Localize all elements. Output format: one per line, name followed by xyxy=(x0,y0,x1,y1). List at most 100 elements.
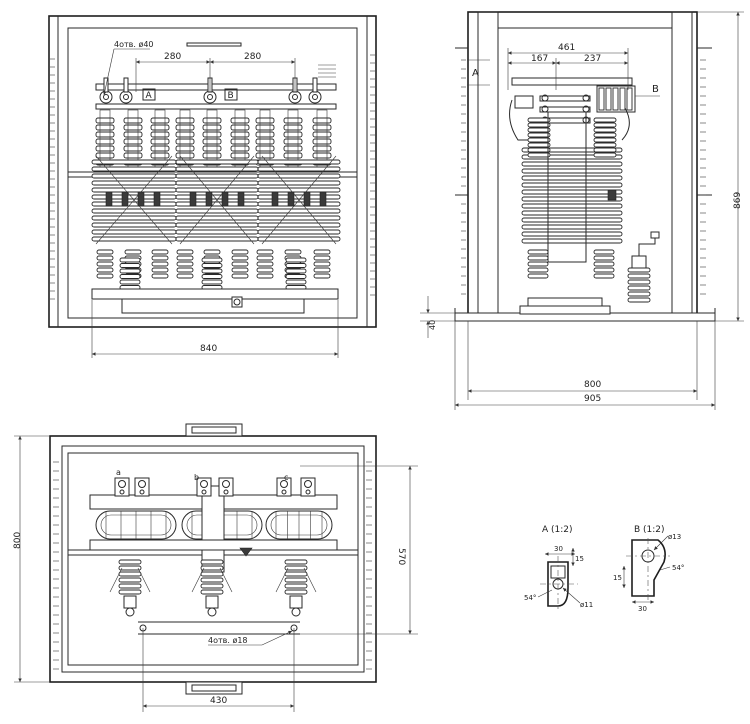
coil-turn xyxy=(91,208,177,214)
insulator-shed xyxy=(593,137,617,143)
insulator-shed xyxy=(284,249,302,255)
front-holes-callout: 4отв. ø40 xyxy=(114,40,154,49)
coil-turn xyxy=(521,168,623,174)
bracket-stud xyxy=(303,191,311,207)
insulator-shed xyxy=(283,124,303,131)
insulator-shed xyxy=(256,273,274,279)
insulator-shed xyxy=(118,571,142,577)
lead-wire xyxy=(191,567,205,593)
insulator-shed xyxy=(527,249,549,255)
support-insulator-shed xyxy=(285,257,307,263)
bracket-stud xyxy=(287,191,295,207)
insulator-shed xyxy=(593,267,615,273)
support-insulator-shed xyxy=(201,274,223,279)
insulator-shed xyxy=(200,577,224,583)
insulator-shed xyxy=(593,147,617,153)
coil-turn xyxy=(91,229,177,235)
bolt-icon xyxy=(280,480,288,488)
detail-a-dim-height: 15 xyxy=(575,555,584,563)
coil-turn xyxy=(175,201,259,207)
detail-a-dim-hole: ø11 xyxy=(580,601,593,609)
cable-lead xyxy=(621,107,630,141)
bolt-icon xyxy=(138,480,146,488)
bolt-icon xyxy=(200,480,208,488)
insulator-shed xyxy=(96,249,114,255)
plan-terminals xyxy=(114,477,316,497)
insulator-shed xyxy=(175,117,195,124)
insulator-shed xyxy=(313,267,331,273)
terminal-stud xyxy=(123,77,129,93)
bolt-icon xyxy=(304,480,312,488)
plan-dim-mount-depth: 570 xyxy=(396,548,406,565)
insulator-shed xyxy=(627,297,651,303)
bolt-icon xyxy=(201,489,207,495)
insulator-shed xyxy=(593,142,617,148)
side-dim-base: 40 xyxy=(428,320,437,330)
coil-turn xyxy=(91,194,177,200)
insulator-shed xyxy=(176,273,194,279)
insulator-shed xyxy=(175,152,195,159)
insulator-shed xyxy=(200,583,224,589)
coil-turn xyxy=(257,215,341,221)
insulator-shed xyxy=(95,152,115,159)
terminal-hole xyxy=(312,94,318,100)
insulator-shed xyxy=(231,249,249,255)
bracket-stud xyxy=(105,191,113,207)
insulator-shed xyxy=(527,117,551,123)
terminal-bolt-icon xyxy=(119,90,133,104)
bracket-stud xyxy=(271,191,279,207)
coil-turn xyxy=(91,180,177,186)
support-insulator-shed xyxy=(285,279,307,285)
detail-b-dim-width: 30 xyxy=(638,605,647,613)
insulator-shed xyxy=(124,249,142,255)
insulator-shed xyxy=(96,273,114,279)
insulator-shed xyxy=(230,152,250,159)
insulator-shed xyxy=(593,117,617,123)
coil-turn xyxy=(257,236,341,242)
plan-frame-inner xyxy=(67,452,359,666)
insulator-shed xyxy=(627,291,651,297)
front-frame-inner xyxy=(67,27,358,319)
side-bottom-insulator xyxy=(627,231,660,303)
insulator-shed xyxy=(150,131,170,138)
coil-turn xyxy=(175,222,259,228)
plan-view: a b c 800 570 430 4отв. ø18 xyxy=(13,423,418,712)
bracket-stud xyxy=(153,191,161,207)
mark-plate xyxy=(607,189,617,201)
front-vent-slots xyxy=(50,54,375,300)
coil-turn xyxy=(521,182,623,188)
insulator-shed xyxy=(123,131,143,138)
front-dim-width: 840 xyxy=(200,344,217,354)
lead-wire xyxy=(137,567,151,593)
insulator-shed xyxy=(123,124,143,131)
detail-b-dim-angle: 54° xyxy=(672,564,684,572)
insulator-shed xyxy=(313,261,331,267)
insulator-shed xyxy=(203,249,221,255)
insulator-shed xyxy=(593,255,615,261)
support-insulator-shed xyxy=(201,257,223,263)
insulator-shed xyxy=(118,589,142,595)
insulator-shed xyxy=(256,249,274,255)
detail-a-dim-width: 30 xyxy=(554,545,563,553)
insulator-shed xyxy=(118,559,142,565)
insulator-shed xyxy=(312,117,332,124)
insulator-shed xyxy=(230,124,250,131)
plan-phase-c: c xyxy=(284,473,288,482)
insulator-shed xyxy=(605,87,612,111)
insulator-shed xyxy=(256,255,274,261)
coil-turn xyxy=(175,187,259,193)
coil-tie xyxy=(179,155,255,245)
insulator-shed xyxy=(527,122,551,128)
coil-turn xyxy=(257,229,341,235)
insulator-shed xyxy=(627,285,651,291)
bolt-icon xyxy=(222,480,230,488)
bolt-icon xyxy=(582,94,590,102)
bolt-icon xyxy=(119,489,125,495)
insulator-shed xyxy=(230,138,250,145)
insulator-shed xyxy=(95,124,115,131)
insulator-shed xyxy=(96,261,114,267)
insulator-shed xyxy=(256,267,274,273)
insulator-cap xyxy=(631,255,647,269)
insulator-shed xyxy=(118,565,142,571)
insulator-shed xyxy=(593,261,615,267)
